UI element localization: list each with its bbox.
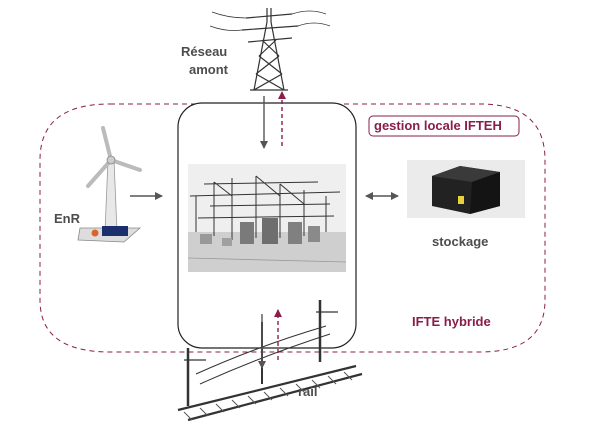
local-management-label: gestion locale IFTEH (374, 118, 502, 133)
hybrid-boundary (39, 103, 546, 353)
pylon-icon (209, 8, 331, 91)
wind-turbine-icon (77, 126, 142, 243)
battery-storage-icon (407, 160, 525, 218)
upstream-network-label-line1: Réseau (181, 44, 228, 59)
local-management-box (368, 115, 520, 137)
renewables-label: EnR (54, 211, 80, 226)
rail-label: rail (298, 384, 318, 399)
hybrid-substation-label: IFTE hybride (412, 314, 491, 329)
storage-label: stockage (432, 234, 489, 249)
substation-photo (187, 164, 347, 272)
upstream-network-label-line2: amont (189, 62, 228, 77)
